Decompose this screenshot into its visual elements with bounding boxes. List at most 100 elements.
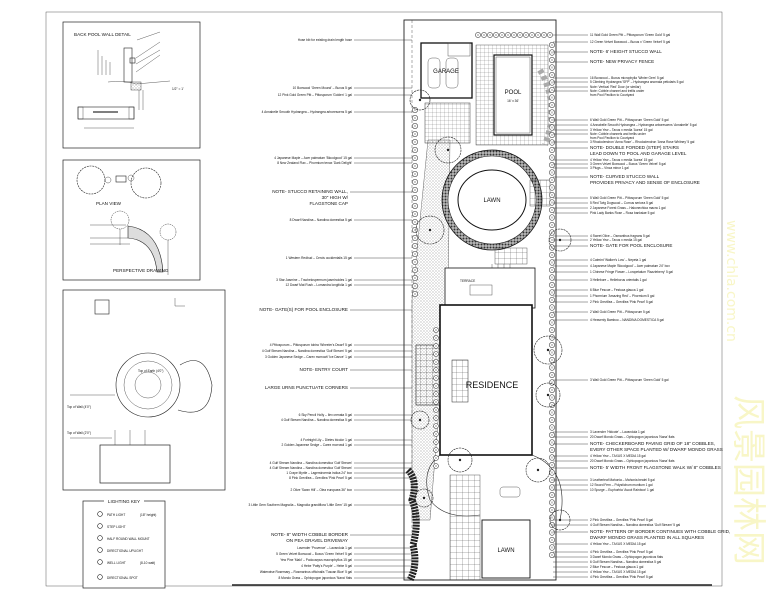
shrub-mark [412,211,418,217]
plant-callout-left: NOTE- GATE(S) FOR POOL ENCLOSURE [259,307,348,312]
shrub-mark [549,320,555,325]
tree-trunk-mark [458,458,462,462]
shrub-mark [549,215,555,220]
shrub-mark [434,440,438,444]
shrub-mark [536,33,540,37]
plant-callout-left: Hose bib for existing drain length hose [298,38,352,42]
shrub-mark [412,251,418,257]
plant-callout-right: 3 Dwarf Mondo Grass – Ophiopogon japonic… [590,555,663,559]
tree-symbol [434,136,462,164]
plant-callout-left: Lavender 'Provence' – Lavandula 1 gal [297,546,352,550]
watermark-text: 风景园林网 [728,395,768,565]
lawn-top-label: LAWN [483,198,500,204]
plant-callout-right: 4 Heavenly Bamboo – NANDINA DOMESTICA 5 … [590,318,664,322]
shrub-mark [549,327,555,333]
shrub-mark [434,424,438,428]
shrub-mark [549,222,555,228]
tree-trunk-mark [546,348,550,352]
tree-trunk-mark [422,496,426,500]
shrub-mark [412,163,418,169]
plant-callout-left: 6 Sky Pencil Holly – Ilex crenata 5 gal [299,413,353,417]
lawn-top [457,169,527,231]
pool-label: POOL [505,90,522,96]
tree-trunk-mark [428,228,432,232]
plant-callout-right: 5 Wall Gold Green Pitt – Pittosporum 'Gr… [590,196,669,200]
pool-size: 16' x 36' [507,99,519,103]
shrub-mark [549,95,555,100]
plant-callout-right: 2 Blue Fescue – Festuca glauca 1 gal [590,565,644,569]
shrub-mark [412,219,418,225]
pool [493,54,533,136]
pool-wall-plan-panel: PLAN VIEW PERSPECTIVE DRAWING [62,159,201,281]
tree-trunk-mark [446,148,450,152]
plant-callout-left: 3 Golden Japanese Sedge – Carex morrowii… [265,355,352,359]
plant-callout-left: FLAGSTONE CAP [310,201,348,206]
shrub-mark [412,243,418,249]
shrub-mark [542,33,546,37]
path-light-icon [97,511,103,517]
plant-callout-right: 4 Pink Grevillea – Grevillea 'Pink Pearl… [590,575,653,579]
plant-callout-left: NOTE- ENTRY COURT [300,367,349,372]
well-light-icon [97,559,103,565]
shrub-mark [412,267,418,273]
shrub-mark [549,432,555,438]
shrub-mark [549,72,555,78]
shrub-mark [549,132,555,138]
plant-callout-right: 6 Gulf Stream Nandina – Nandina domestic… [590,560,661,564]
shrub-mark [549,147,555,153]
shrub-mark [530,33,534,37]
plant-callout-left: 5 Green Velvet Boxwood – Buxus 'Green Ve… [276,552,352,556]
shrub-mark [549,57,555,63]
shrub-mark [434,376,438,380]
tree-symbol [535,382,561,408]
plant-callout-right: 4 Gulf Stream Nandina – Nandina domestic… [590,523,680,527]
plant-callout-right: 3 Hellebore – Helleborus orientalis 1 ga… [590,278,647,282]
shrub-mark [549,485,555,490]
plant-callout-right: 6 Blue Fescue – Festuca glauca 1 gal [590,288,644,292]
shrub-mark [434,336,438,340]
plant-callout-right: Note: Cobble channel and trellis under [590,89,645,93]
plant-callout-right: 2 Yellow Yew – Taxus x media 15 gal [590,238,642,242]
shrub-mark [549,87,555,93]
half-round-wall-mount-icon [97,535,103,541]
plant-callout-right: LEAD DOWN TO POOL AND GARAGE LEVEL [590,151,687,156]
plant-callout-left: 2 Olive 'Swan Hill' – Olea europaea 36" … [290,488,352,492]
plant-callout-left: 10 Boxwood 'Green Mound' – Buxus 5 gal [293,86,353,90]
shrub-mark [549,500,555,505]
plant-callout-right: Note: Cobble channels and trellis under [590,132,647,136]
shrub-mark [512,33,516,37]
plant-callout-left: 8 New Zealand Flax – Phormium tenax 'Dar… [277,161,352,165]
shrub-mark [549,447,555,453]
tree-trunk-mark [418,418,422,422]
shrub-mark [549,162,555,168]
shrub-mark [412,283,418,289]
plant-callout-right: 4 Sweet Olive – Osmanthus fragrans 5 gal [590,234,650,238]
top-of-wall-label-3: Top of Wall (2'0") [67,431,91,435]
plant-callout-right: NOTE- GATE FOR POOL ENCLOSURE [590,243,672,248]
plant-callout-right: 2 Wall Gold Green Pitt – Pittosporum 5 g… [590,310,650,314]
garage [420,42,473,99]
plant-callout-right: 2 Japanese Forest Grass – Hakonechloa ma… [590,206,666,210]
shrub-mark [549,342,555,348]
shrub-mark [494,33,498,37]
plant-callout-left: 12 Dwarf Mat Rush – Lomandra longifolia … [286,283,353,287]
plant-callout-left: 4 Gulf Stream Nandina – Nandina domestic… [270,461,353,465]
shrub-mark [412,107,418,113]
plant-callout-right: 3 Rhododendron 'Anna Rose' – Rhododendro… [590,140,695,144]
plant-callout-left: 30" HIGH W/ [322,195,349,200]
shrub-mark [549,177,555,183]
tree-symbol [409,89,431,111]
shrub-mark [549,252,555,258]
shrub-mark [549,275,555,280]
shrub-mark [412,291,418,297]
plant-callout-right: 3 Leatherleaf Mahonia – Mahonia bealei 5… [590,478,655,482]
shrub-mark [482,33,486,37]
shrub-mark [412,147,418,153]
shrub-mark [549,102,555,108]
plant-callout-left: 12 Pink Gold Green Pitt – Pittosporum 'G… [278,93,353,97]
plant-callout-right: NOTE- CURVED STUCCO WALL [590,174,660,179]
shrub-mark [549,395,555,400]
shrub-mark [549,365,555,370]
plant-callout-right: from Pool Pavilion to Courtyard [590,136,634,140]
shrub-mark [549,50,555,55]
